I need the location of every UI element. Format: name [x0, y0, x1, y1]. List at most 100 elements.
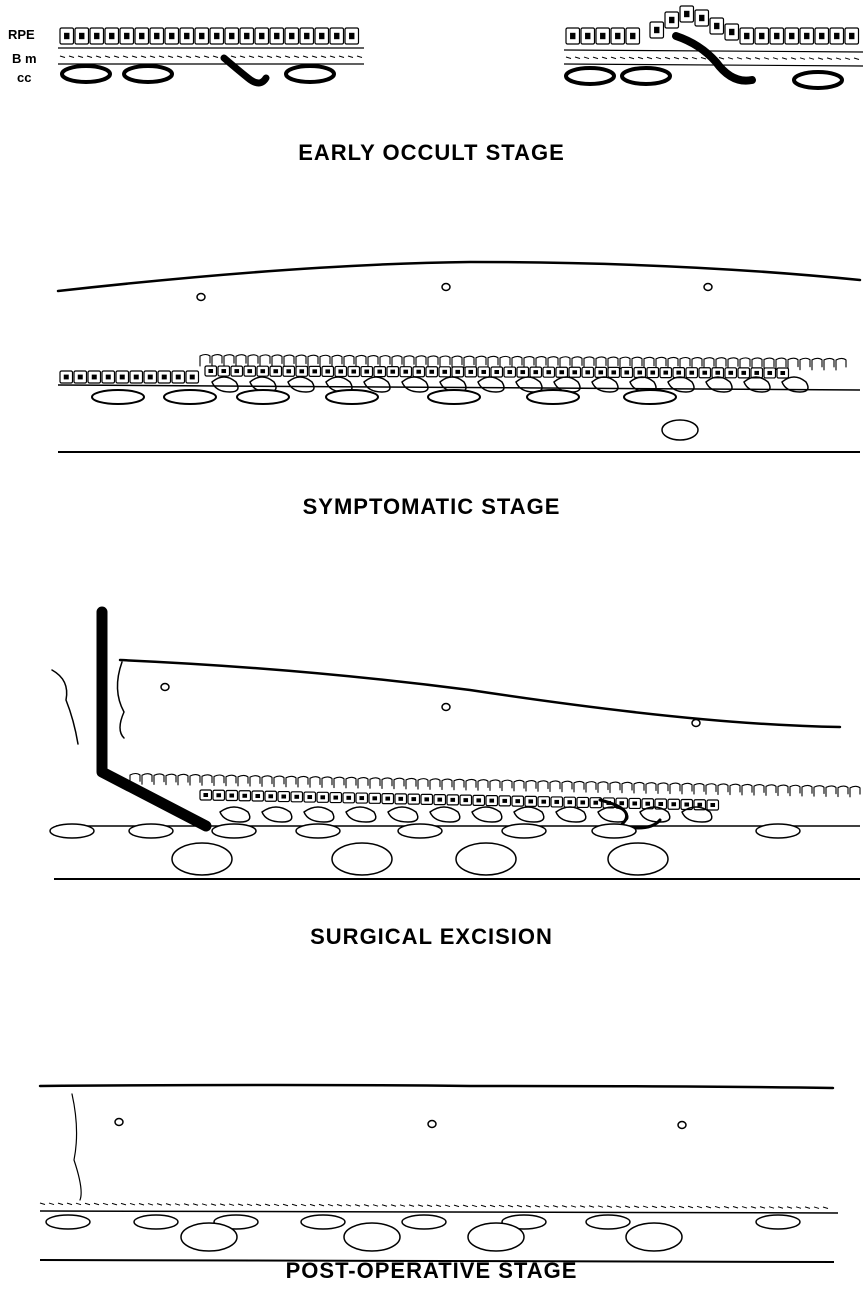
photoreceptor-loop — [370, 778, 380, 789]
rpe-cell — [815, 28, 829, 44]
photoreceptor-loop — [344, 355, 354, 367]
photoreceptor-loop — [488, 356, 498, 368]
rpe-cell — [596, 28, 610, 44]
photoreceptor-loop — [202, 775, 212, 786]
rpe-cell — [538, 797, 550, 807]
rpe-cell — [660, 368, 672, 378]
photoreceptor-loop — [524, 357, 534, 369]
photoreceptor-loop — [166, 774, 176, 785]
photoreceptor-loop — [320, 355, 330, 367]
rpe-cell — [322, 366, 334, 376]
retinal-vessel — [442, 704, 450, 711]
choriocapillaris-left — [62, 66, 334, 82]
photoreceptor-loop — [404, 356, 414, 368]
sprouting-vessel-left — [224, 58, 266, 83]
photoreceptor-loop — [766, 785, 776, 796]
retinal-scar-trace — [72, 1094, 81, 1200]
photoreceptor-loop — [548, 357, 558, 369]
rpe-cell — [830, 28, 844, 44]
photoreceptor-loop — [538, 781, 548, 792]
rpe-cell — [135, 28, 149, 44]
rpe-cell — [421, 794, 433, 804]
photoreceptor-loop — [586, 782, 596, 793]
photoreceptor-loop — [308, 355, 318, 367]
rpe-cell — [447, 795, 459, 805]
photoreceptor-loop — [682, 783, 692, 794]
photoreceptor-loop — [718, 784, 728, 795]
choriocapillaris-right — [566, 68, 842, 88]
neovascular-vessel — [304, 807, 334, 822]
rpe-cell — [195, 28, 209, 44]
choriocapillaris-vessel — [172, 843, 232, 875]
photoreceptor-loop — [356, 355, 366, 367]
choriocapillaris-vessel — [326, 390, 378, 404]
choriocapillaris-vessel — [566, 68, 614, 84]
photoreceptor-loop — [358, 778, 368, 789]
photoreceptor-loop — [466, 779, 476, 790]
rpe-cell — [144, 371, 157, 383]
rpe-cell — [225, 28, 239, 44]
photoreceptor-loop — [154, 774, 164, 785]
rpe-cell — [710, 18, 724, 34]
photoreceptor-loop — [850, 786, 860, 797]
photoreceptor-loop — [142, 774, 152, 785]
rpe-cell — [434, 795, 446, 805]
photoreceptor-loop — [190, 775, 200, 786]
rpe-cell — [650, 22, 664, 38]
bruchs-membrane-label: B m — [12, 51, 37, 66]
rpe-cell — [265, 791, 277, 801]
photoreceptor-loop — [236, 355, 246, 367]
rpe-cell — [348, 367, 360, 377]
rpe-cell — [512, 796, 524, 806]
rpe-cell — [611, 28, 625, 44]
rpe-cell — [130, 371, 143, 383]
photoreceptor-loop — [296, 355, 306, 367]
surgical-excision-panel — [50, 612, 860, 879]
rpe-cell — [231, 366, 243, 376]
photoreceptor-loop — [584, 357, 594, 369]
choriocapillaris-vessel — [181, 1223, 237, 1251]
choriocapillaris-vessel — [586, 1215, 630, 1229]
rpe-cell — [257, 366, 269, 376]
rpe-cell — [102, 371, 115, 383]
rpe-cell — [315, 28, 329, 44]
rpe-cell — [285, 28, 299, 44]
photoreceptor-loop — [272, 355, 282, 367]
rpe-cell — [566, 28, 580, 44]
rpe-cell — [395, 794, 407, 804]
photoreceptor-loop — [610, 782, 620, 793]
photoreceptor-loop — [742, 784, 752, 795]
rpe-cell — [426, 367, 438, 377]
rpe-cell — [725, 368, 737, 378]
rpe-cell — [186, 371, 199, 383]
rpe-cell — [387, 367, 399, 377]
photoreceptor-loop — [802, 785, 812, 796]
photoreceptor-loop — [800, 358, 810, 370]
photoreceptor-loop — [838, 786, 848, 797]
choriocapillaris-label: cc — [17, 70, 31, 85]
rpe-cell — [517, 367, 529, 377]
neovascular-vessel — [592, 377, 618, 392]
retinal-vessel — [161, 684, 169, 691]
rpe-cell — [75, 28, 89, 44]
surgical-instrument — [102, 612, 206, 826]
rpe-cell — [460, 795, 472, 805]
rpe-cell — [270, 366, 282, 376]
rpe-cell — [60, 28, 74, 44]
rpe-cell — [382, 794, 394, 804]
retina-surface-line — [40, 1085, 833, 1088]
rpe-cell — [361, 367, 373, 377]
rpe-cell — [486, 796, 498, 806]
rpe-cell — [226, 791, 238, 801]
choriocapillaris-vessel — [527, 390, 579, 404]
post-operative-stage-panel — [40, 1085, 838, 1262]
neovascular-vessel — [364, 377, 390, 392]
photoreceptor-loop — [478, 780, 488, 791]
neovascular-vessel — [346, 807, 376, 822]
choriocapillaris-vessel — [50, 824, 94, 838]
choriocapillaris-vessel — [62, 66, 110, 82]
photoreceptor-loop — [730, 784, 740, 795]
rpe-cell — [278, 792, 290, 802]
rpe-cell — [90, 28, 104, 44]
rpe-cell — [755, 28, 769, 44]
